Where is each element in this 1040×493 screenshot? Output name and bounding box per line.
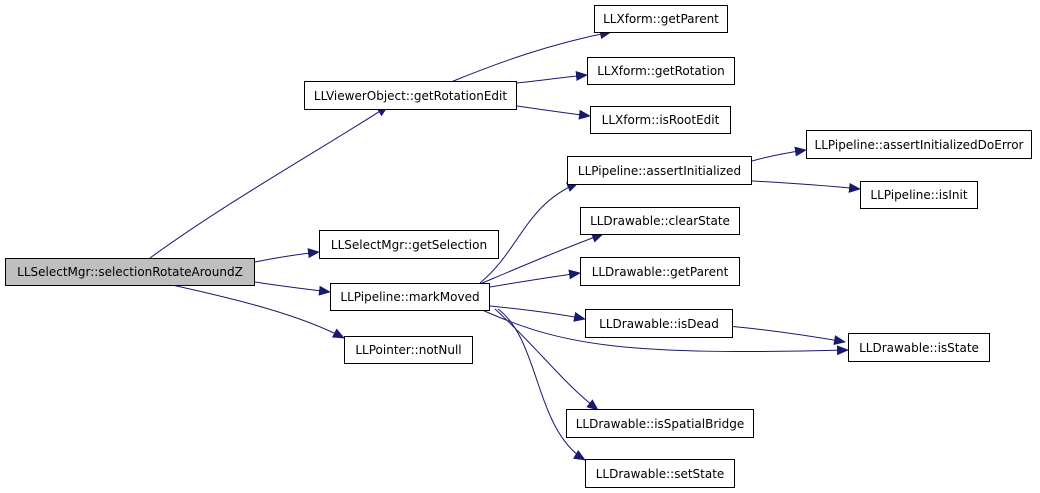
- node-is-spatial-bridge[interactable]: LLDrawable::isSpatialBridge: [566, 409, 754, 438]
- node-mark-moved[interactable]: LLPipeline::markMoved: [330, 283, 490, 311]
- edge-get-rotation-edit-to-xform-get-parent: [450, 29, 612, 83]
- node-get-selection[interactable]: LLSelectMgr::getSelection: [319, 230, 499, 259]
- node-xform-is-root-edit[interactable]: LLXform::isRootEdit: [590, 106, 731, 134]
- edge-root-to-not-null: [171, 284, 345, 339]
- edge-root-to-mark-moved: [254, 281, 331, 296]
- node-is-state[interactable]: LLDrawable::isState: [848, 333, 990, 362]
- edge-assert-initialized-to-do-error: [751, 146, 807, 162]
- node-assert-initialized[interactable]: LLPipeline::assertInitialized: [567, 156, 752, 185]
- edge-mark-moved-to-is-spatial-bridge: [494, 308, 599, 411]
- node-selection-rotate-around-z[interactable]: LLSelectMgr::selectionRotateAroundZ: [5, 258, 255, 286]
- node-set-state[interactable]: LLDrawable::setState: [585, 459, 735, 488]
- edge-assert-initialized-to-is-init: [751, 180, 861, 193]
- edge-mark-moved-to-assert-initialized: [479, 182, 579, 284]
- node-not-null[interactable]: LLPointer::notNull: [344, 336, 473, 364]
- edge-root-to-get-selection: [254, 248, 320, 263]
- node-clear-state[interactable]: LLDrawable::clearState: [580, 207, 740, 235]
- edge-mark-moved-to-clear-state: [479, 233, 604, 285]
- edge-is-dead-to-is-state: [727, 325, 846, 346]
- node-assert-initialized-do-error[interactable]: LLPipeline::assertInitializedDoError: [806, 130, 1032, 159]
- node-drawable-get-parent[interactable]: LLDrawable::getParent: [580, 257, 740, 286]
- edge-root-to-get-rotation-edit: [149, 105, 389, 259]
- edge-mark-moved-to-set-state: [497, 308, 586, 461]
- edge-get-rotation-edit-to-xform-is-root-edit: [516, 105, 591, 120]
- edge-get-rotation-edit-to-xform-get-rotation: [516, 71, 588, 84]
- node-xform-get-rotation[interactable]: LLXform::getRotation: [587, 57, 735, 85]
- edge-mark-moved-to-drawable-get-parent: [489, 269, 581, 288]
- node-get-rotation-edit[interactable]: LLViewerObject::getRotationEdit: [304, 81, 517, 110]
- node-is-init[interactable]: LLPipeline::isInit: [860, 181, 978, 209]
- node-xform-get-parent[interactable]: LLXform::getParent: [594, 5, 728, 33]
- edge-mark-moved-to-is-dead: [489, 305, 586, 322]
- node-is-dead[interactable]: LLDrawable::isDead: [585, 309, 733, 338]
